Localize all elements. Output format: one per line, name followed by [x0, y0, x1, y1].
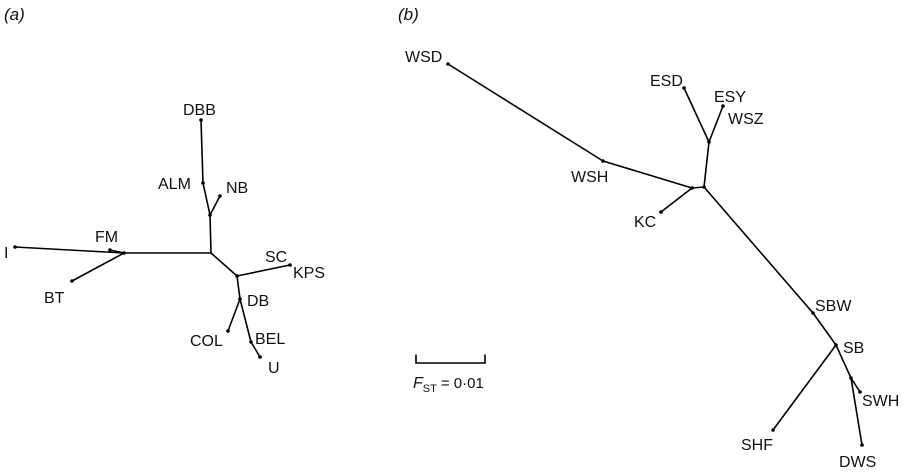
taxon-label-bel: BEL	[255, 331, 285, 348]
node-b-esy	[721, 104, 725, 108]
branch-a-fmnode-fm	[109, 249, 125, 254]
taxon-label-wsh: WSH	[571, 169, 608, 186]
scale-bar: FST = 0·01	[413, 354, 486, 395]
taxon-label-esd: ESD	[650, 73, 683, 90]
taxon-label-esy: ESY	[714, 89, 746, 106]
taxon-label-alm: ALM	[158, 176, 191, 193]
node-b-wsd	[446, 62, 450, 66]
taxon-label-bt: BT	[44, 290, 65, 307]
branch-b-swhnode-swh	[850, 377, 861, 393]
branch-b-kcnode-center	[691, 186, 705, 189]
tree-b: WSD ESD ESY WSZ WSH KC SBW SB SWH SHF DW…	[405, 49, 899, 471]
taxon-label-u: U	[268, 360, 280, 377]
taxon-label-nb: NB	[226, 180, 248, 197]
node-a-dbb	[199, 118, 203, 122]
taxon-label-sb: SB	[843, 340, 864, 357]
node-a-nb	[218, 194, 222, 198]
node-a-bt	[70, 279, 74, 283]
node-a-alm	[201, 181, 205, 185]
taxon-label-dbb: DBB	[183, 102, 216, 119]
taxon-label-fm: FM	[95, 229, 118, 246]
branch-a-nbnode-nb	[209, 195, 221, 216]
node-a-bel	[249, 340, 253, 344]
branch-b-center-sbw	[703, 186, 814, 314]
node-b-sbw	[811, 311, 815, 315]
branch-a-scnode-dbnode	[236, 275, 241, 300]
scale-bar-label: FST = 0·01	[413, 375, 484, 395]
branch-b-esnode-esd	[683, 87, 710, 143]
branch-b-swhnode-dws	[850, 377, 863, 446]
branch-a-nbnode-almnode	[202, 182, 211, 216]
node-b-dws	[860, 443, 864, 447]
node-b-esnode	[707, 140, 711, 144]
taxon-label-wsd: WSD	[405, 49, 442, 66]
taxon-label-wsz: WSZ	[728, 111, 764, 128]
node-a-u	[258, 355, 262, 359]
branch-a-center-nbnode	[209, 214, 212, 254]
node-b-kc	[659, 210, 663, 214]
taxon-label-db: DB	[247, 293, 269, 310]
branch-a-bel-u	[250, 341, 261, 358]
branch-a-center-scnode	[210, 252, 238, 277]
scale-bar-line	[415, 354, 486, 364]
branch-a-dbnode-col	[227, 298, 241, 332]
branch-a-almnode-dbb	[200, 119, 204, 184]
node-a-fmnode	[122, 251, 126, 255]
scale-bar-symbol: F	[413, 375, 424, 392]
node-a-i	[13, 245, 17, 249]
node-b-esd	[682, 86, 686, 90]
node-a-nbnode	[208, 213, 212, 217]
taxon-label-i: I	[4, 245, 8, 262]
node-a-kps	[288, 263, 292, 267]
branch-a-scnode-kps	[236, 264, 291, 277]
node-b-wsh	[601, 159, 605, 163]
branch-b-wsd-wsh	[447, 63, 604, 162]
node-a-fm	[108, 248, 112, 252]
taxon-label-sbw: SBW	[815, 298, 852, 315]
branch-b-esnode-esy	[708, 105, 724, 143]
branch-b-sbw-sbnode	[812, 312, 837, 346]
taxon-label-kps: KPS	[293, 265, 325, 282]
panel-b-label: (b)	[398, 5, 419, 24]
branch-b-wsh-kcnode	[602, 160, 693, 189]
node-b-swhnode	[849, 376, 853, 380]
taxon-label-col: COL	[190, 333, 223, 350]
branch-b-sbnode-swhnode	[835, 344, 852, 379]
taxon-label-sc: SC	[265, 249, 287, 266]
scale-bar-value: = 0·01	[441, 375, 484, 392]
taxon-label-dws: DWS	[839, 454, 876, 471]
node-b-kcnode	[690, 186, 694, 190]
node-b-sbnode	[834, 343, 838, 347]
node-b-center	[702, 185, 706, 189]
branch-b-sbnode-shf	[772, 344, 837, 431]
tree-a: DBB ALM NB FM I BT SC KPS DB COL BEL U	[4, 102, 325, 377]
taxon-label-shf: SHF	[741, 437, 773, 454]
taxon-label-kc: KC	[634, 214, 656, 231]
branch-a-dbnode-bel	[239, 298, 252, 343]
node-a-col	[226, 329, 230, 333]
branch-b-kcnode-kc	[660, 187, 693, 213]
taxon-label-swh: SWH	[862, 393, 899, 410]
node-b-shf	[771, 428, 775, 432]
branch-b-center-esnode	[703, 141, 710, 188]
branch-a-fmnode-i	[14, 246, 125, 254]
branch-a-fmnode-bt	[71, 252, 125, 282]
node-a-scnode	[235, 274, 239, 278]
panel-a-label: (a)	[4, 5, 25, 24]
node-b-swh	[858, 390, 862, 394]
scale-bar-subscript: ST	[423, 383, 437, 395]
node-a-dbnode	[238, 297, 242, 301]
